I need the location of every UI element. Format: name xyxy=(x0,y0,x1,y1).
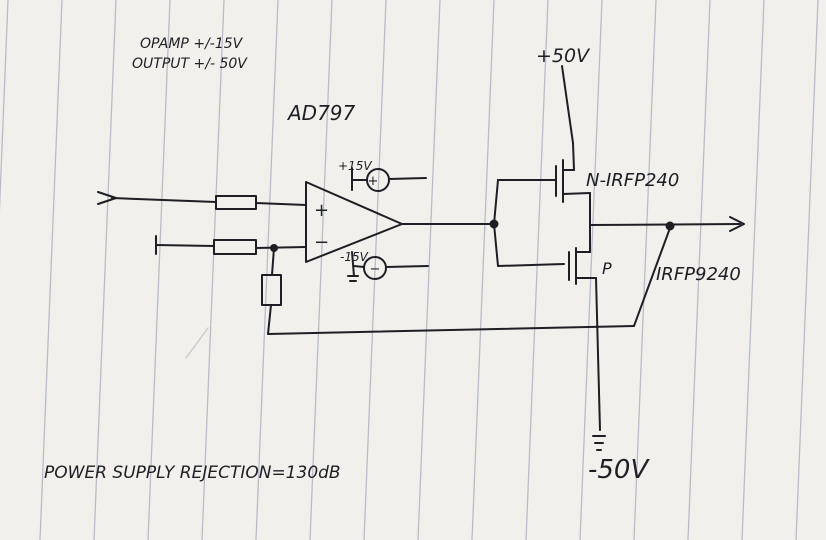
opamp-supply-note: OPAMP +/-15V xyxy=(140,36,244,52)
opamp-pos-supply-symbol: + xyxy=(368,174,379,189)
opamp-pos-supply-label: +15V xyxy=(338,159,372,173)
opamp-neg-supply-symbol: − xyxy=(370,262,381,277)
output-wire xyxy=(589,223,741,226)
lower-transistor-tag: P xyxy=(602,259,612,278)
psrr-note: POWER SUPPLY REJECTION=130dB xyxy=(44,463,341,483)
upper-transistor-label: N-IRFP240 xyxy=(586,170,679,191)
feedback-resistor xyxy=(261,274,282,306)
opamp-neg-supply-label: -15V xyxy=(340,250,369,264)
gate-drive-wires xyxy=(493,179,565,267)
input-plus-wire xyxy=(97,191,307,206)
output-range-note: OUTPUT +/- 50V xyxy=(132,56,248,72)
output-arrow xyxy=(729,216,745,232)
opamp-pos-supply xyxy=(351,167,427,192)
minus-input-label: − xyxy=(314,232,329,253)
feedback-wire xyxy=(267,227,671,335)
input-resistor-minus xyxy=(213,239,257,255)
pos-rail-wire xyxy=(561,65,574,144)
pos-rail-label: +50V xyxy=(536,45,591,67)
opamp-symbol xyxy=(305,181,403,263)
p-mosfet-symbol xyxy=(568,224,601,431)
opamp-neg-supply xyxy=(347,251,429,282)
neg-rail-ground xyxy=(592,435,606,451)
input-resistor-plus xyxy=(215,195,257,210)
output-node-dot xyxy=(665,221,675,231)
lower-transistor-label: IRFP9240 xyxy=(656,264,741,285)
n-mosfet-symbol xyxy=(555,142,591,226)
opamp-part-label: AD797 xyxy=(286,101,356,125)
input-minus-wire xyxy=(155,235,307,255)
stray-mark xyxy=(185,327,209,359)
plus-input-label: + xyxy=(314,200,329,221)
neg-rail-label: -50V xyxy=(588,455,650,485)
